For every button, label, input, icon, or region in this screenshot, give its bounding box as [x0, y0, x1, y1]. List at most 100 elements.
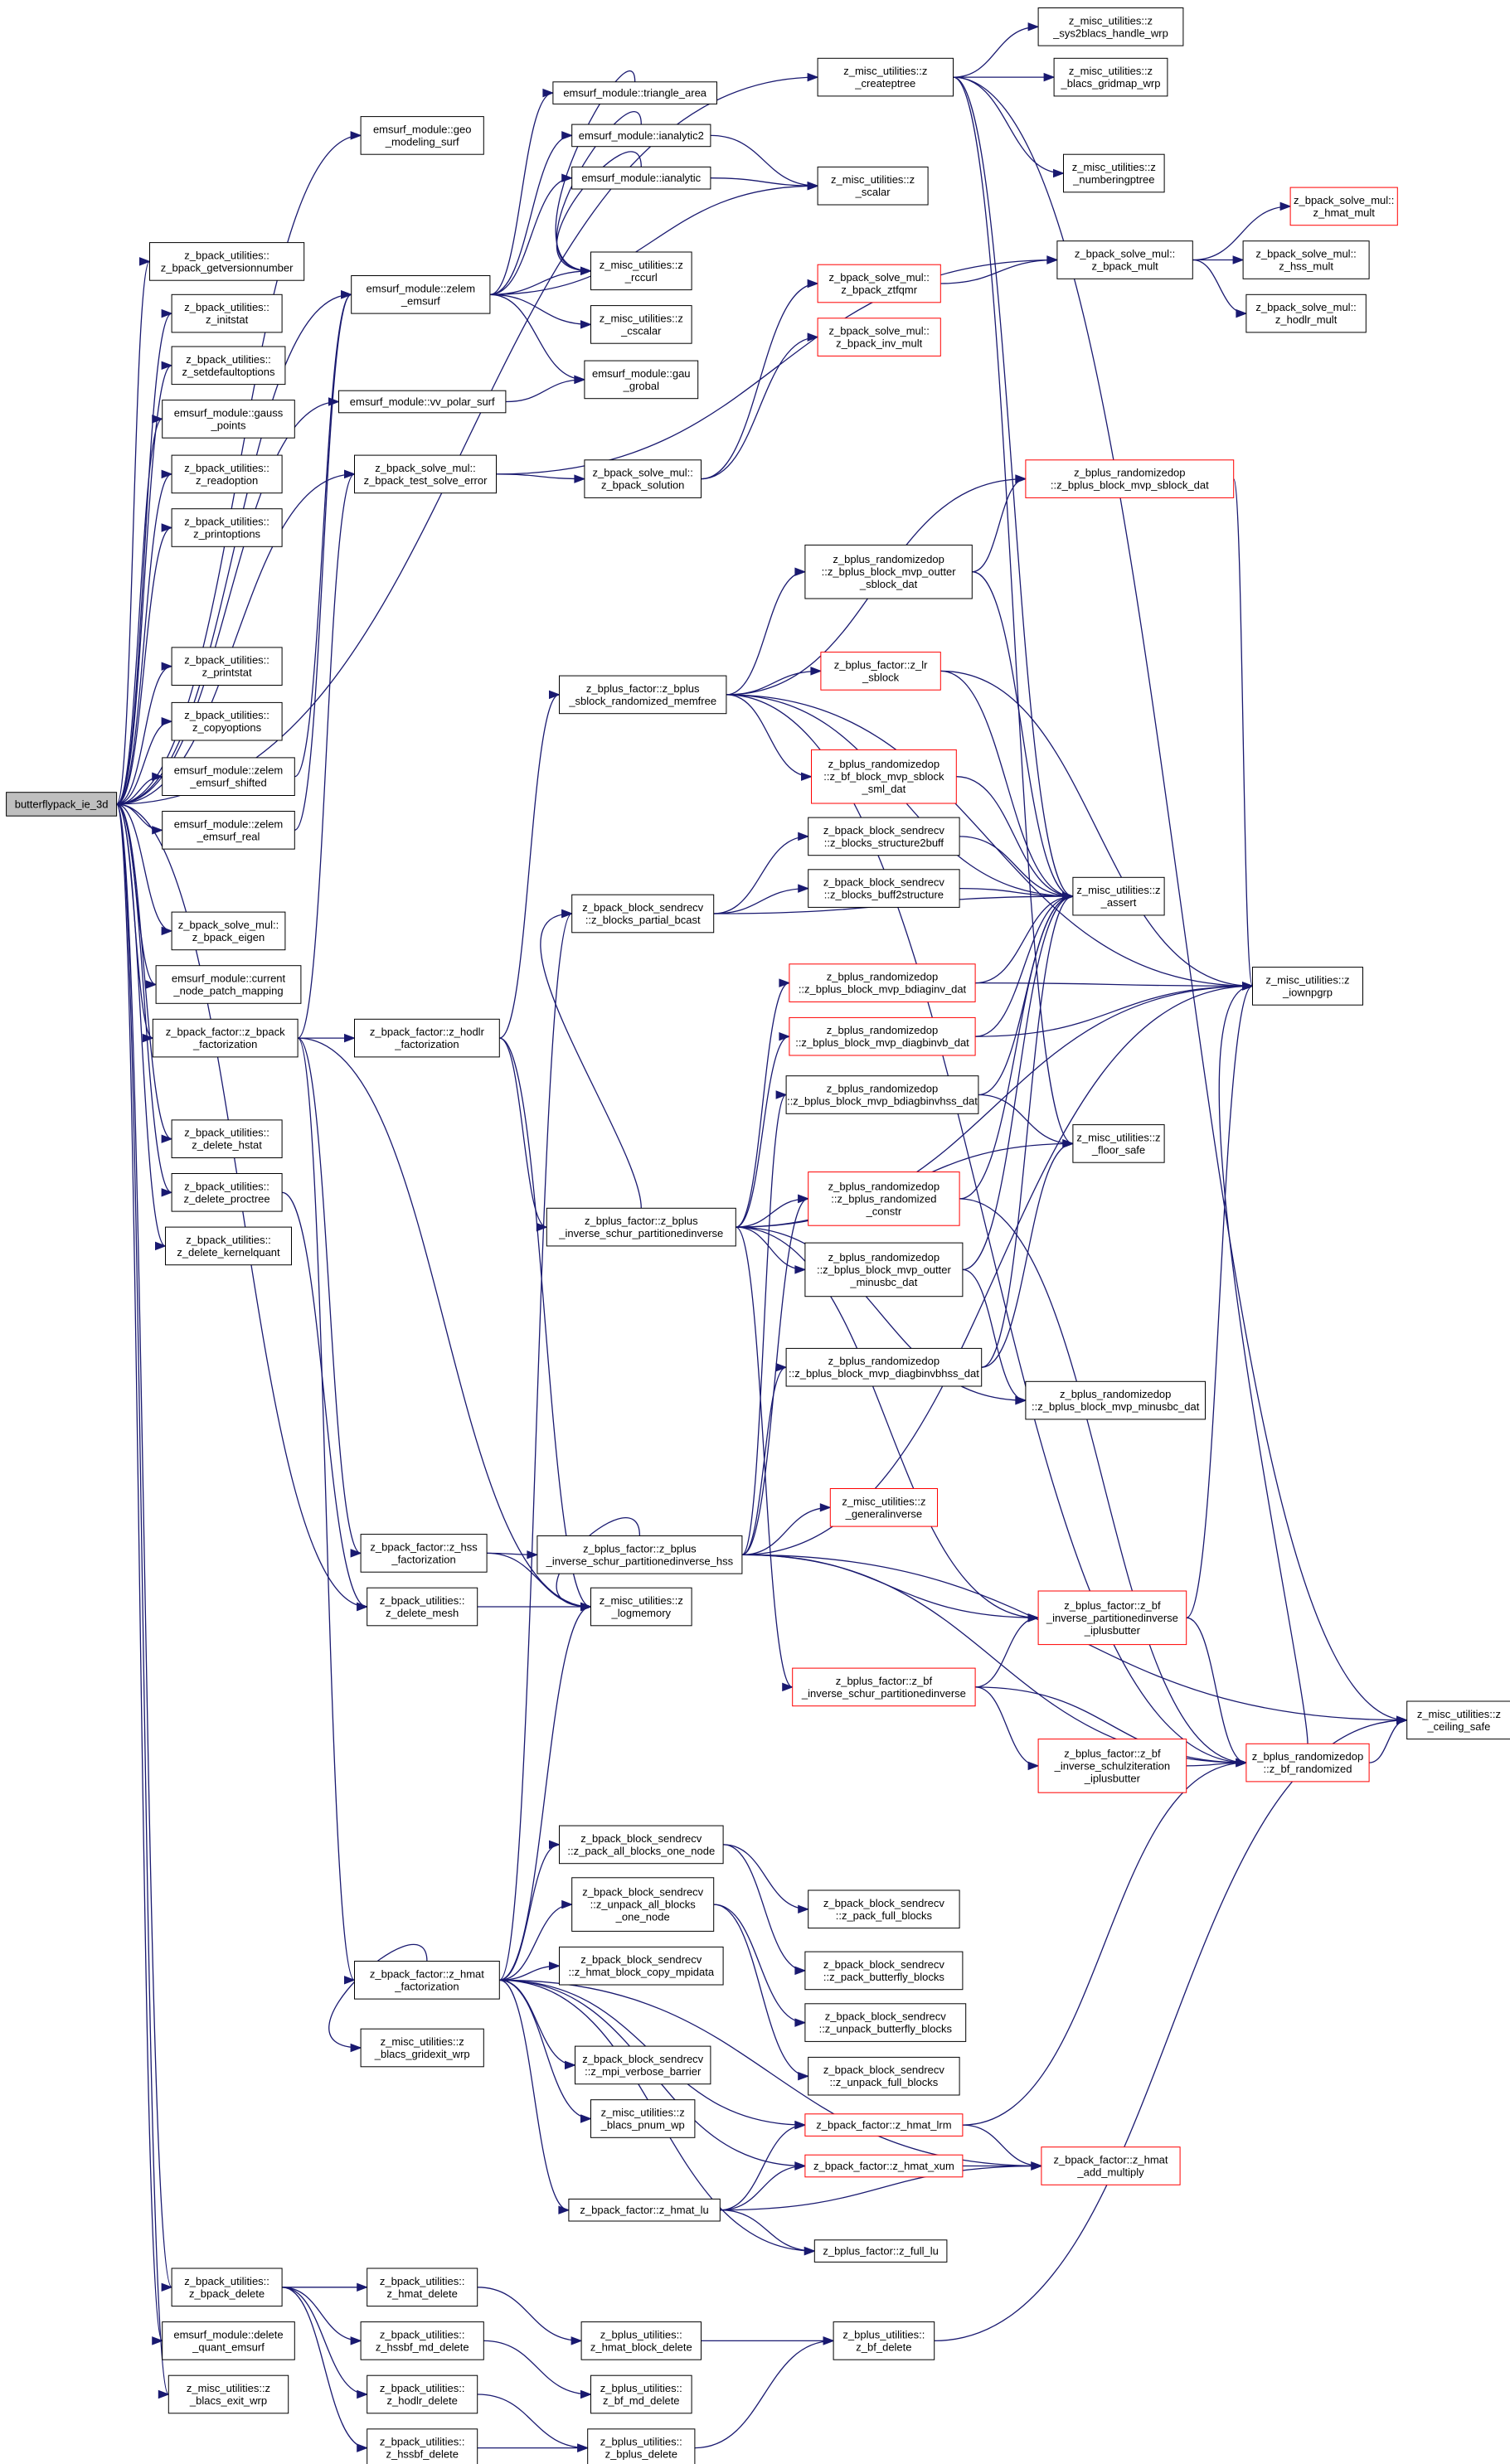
- node-invmult[interactable]: z_bpack_solve_mul::z_bpack_inv_mult: [817, 318, 941, 357]
- node-gridmap[interactable]: z_misc_utilities::z_blacs_gridmap_wrp: [1053, 57, 1168, 97]
- node-floorsafe[interactable]: z_misc_utilities::z_floor_safe: [1072, 1124, 1165, 1163]
- node-blacsexit[interactable]: z_misc_utilities::z_blacs_exit_wrp: [168, 2374, 289, 2414]
- node-printstat[interactable]: z_bpack_utilities::z_printstat: [171, 647, 283, 686]
- node-buff2s[interactable]: z_bpack_block_sendrecv::z_blocks_buff2st…: [808, 869, 960, 908]
- node-hmatfact[interactable]: z_bpack_factor::z_hmat_factorization: [354, 1961, 500, 2000]
- node-eigen[interactable]: z_bpack_solve_mul::z_bpack_eigen: [171, 911, 286, 951]
- node-pnum[interactable]: z_misc_utilities::z_blacs_pnum_wp: [590, 2099, 696, 2138]
- node-gaugrobal[interactable]: emsurf_module::gau_grobal: [584, 360, 699, 400]
- node-createptree[interactable]: z_misc_utilities::z_createptree: [817, 57, 954, 97]
- node-bpackdel[interactable]: z_bpack_utilities::z_bpack_delete: [171, 2268, 283, 2307]
- node-testsolve[interactable]: z_bpack_solve_mul::z_bpack_test_solve_er…: [354, 454, 497, 494]
- node-unpackall[interactable]: z_bpack_block_sendrecv::z_unpack_all_blo…: [571, 1877, 715, 1932]
- node-memfree[interactable]: z_bplus_factor::z_bplus_sblock_randomize…: [559, 675, 727, 715]
- node-bpacksol[interactable]: z_bpack_solve_mul::z_bpack_solution: [584, 459, 702, 498]
- node-delquant[interactable]: emsurf_module::delete_quant_emsurf: [162, 2321, 295, 2360]
- node-label-line: z_bpack_factor::z_bpack: [166, 1026, 285, 1038]
- node-hssmult[interactable]: z_bpack_solve_mul::z_hss_mult: [1242, 240, 1370, 279]
- node-delhstat[interactable]: z_bpack_utilities::z_delete_hstat: [171, 1119, 283, 1159]
- node-hmatdel[interactable]: z_bpack_utilities::z_hmat_delete: [367, 2268, 478, 2307]
- node-outtermbc[interactable]: z_bplus_randomizedop::z_bplus_block_mvp_…: [804, 1242, 964, 1297]
- node-getver[interactable]: z_bpack_utilities::z_bpack_getversionnum…: [149, 242, 305, 281]
- node-hssbfmd[interactable]: z_bpack_utilities::z_hssbf_md_delete: [360, 2321, 484, 2360]
- node-fulllu[interactable]: z_bplus_factor::z_full_lu: [813, 2239, 948, 2263]
- node-real[interactable]: emsurf_module::zelem_emsurf_real: [162, 811, 295, 850]
- node-iownpgrp[interactable]: z_misc_utilities::z_iownpgrp: [1252, 967, 1363, 1006]
- node-layer: butterflypack_ie_3dz_bpack_utilities::z_…: [6, 7, 1510, 2464]
- node-hmatcopy[interactable]: z_bpack_block_sendrecv::z_hmat_block_cop…: [559, 1946, 724, 1986]
- node-geomodel[interactable]: emsurf_module::geo_modeling_surf: [360, 116, 484, 155]
- node-minusbc[interactable]: z_bplus_randomizedop::z_bplus_block_mvp_…: [1025, 1380, 1207, 1420]
- node-triarea[interactable]: emsurf_module::triangle_area: [552, 81, 718, 104]
- node-constr[interactable]: z_bplus_randomizedop::z_bplus_randomized…: [808, 1171, 960, 1226]
- node-bdiagbinvhss[interactable]: z_bplus_randomizedop::z_bplus_block_mvp_…: [785, 1075, 979, 1114]
- node-rccurl[interactable]: z_misc_utilities::z_rccurl: [590, 251, 692, 291]
- node-zelem[interactable]: emsurf_module::zelem_emsurf: [351, 275, 491, 314]
- node-schurpart[interactable]: z_bplus_factor::z_bplus_inverse_schur_pa…: [546, 1207, 736, 1247]
- node-readopt[interactable]: z_bpack_utilities::z_readoption: [171, 454, 283, 494]
- node-hssfact[interactable]: z_bpack_factor::z_hss_factorization: [360, 1534, 488, 1573]
- node-diagbinvbhss[interactable]: z_bplus_randomizedop::z_bplus_block_mvp_…: [785, 1347, 983, 1387]
- node-mvpsblock[interactable]: z_bplus_randomizedop::z_bplus_block_mvp_…: [1025, 459, 1235, 498]
- node-copyopt[interactable]: z_bpack_utilities::z_copyoptions: [171, 701, 283, 741]
- node-ceilsafe[interactable]: z_misc_utilities::z_ceiling_safe: [1406, 1700, 1510, 1740]
- node-hodlrdel[interactable]: z_bpack_utilities::z_hodlr_delete: [367, 2374, 478, 2414]
- node-packall[interactable]: z_bpack_block_sendrecv::z_pack_all_block…: [559, 1825, 724, 1865]
- node-ianal[interactable]: emsurf_module::ianalytic: [571, 166, 711, 190]
- node-s2buff[interactable]: z_bpack_block_sendrecv::z_blocks_structu…: [808, 817, 960, 856]
- node-bfdel[interactable]: z_bplus_utilities::z_bf_delete: [833, 2321, 935, 2360]
- node-numptree[interactable]: z_misc_utilities::z_numberingptree: [1063, 153, 1165, 193]
- node-assert[interactable]: z_misc_utilities::z_assert: [1072, 876, 1165, 916]
- node-bfrand[interactable]: z_bplus_randomizedop::z_bf_randomized: [1245, 1743, 1370, 1783]
- node-logmem[interactable]: z_misc_utilities::z_logmemory: [590, 1587, 692, 1627]
- node-packbf[interactable]: z_bpack_block_sendrecv::z_pack_butterfly…: [804, 1951, 964, 1991]
- node-label-line: z_bpack_utilities::: [186, 1234, 271, 1246]
- node-sys2blacs[interactable]: z_misc_utilities::z_sys2blacs_handle_wrp: [1037, 7, 1184, 46]
- node-cscalar[interactable]: z_misc_utilities::z_cscalar: [590, 305, 692, 344]
- node-setdef[interactable]: z_bpack_utilities::z_setdefaultoptions: [171, 346, 286, 386]
- node-curnode[interactable]: emsurf_module::current_node_patch_mappin…: [155, 965, 302, 1004]
- node-bdiaginv[interactable]: z_bplus_randomizedop::z_bplus_block_mvp_…: [789, 963, 976, 1002]
- node-zlr[interactable]: z_bplus_factor::z_lr_sblock: [820, 652, 941, 691]
- node-hmatxum[interactable]: z_bpack_factor::z_hmat_xum: [804, 2154, 964, 2178]
- node-shifted[interactable]: emsurf_module::zelem_emsurf_shifted: [162, 757, 295, 797]
- node-label-line: z_hmat_mult: [1313, 206, 1375, 219]
- node-scalar[interactable]: z_misc_utilities::z_scalar: [817, 166, 929, 206]
- node-hodlrmult[interactable]: z_bpack_solve_mul::z_hodlr_mult: [1245, 293, 1367, 333]
- node-delproc[interactable]: z_bpack_utilities::z_delete_proctree: [171, 1173, 283, 1212]
- node-bplusdel[interactable]: z_bplus_utilities::z_bplus_delete: [587, 2428, 696, 2464]
- node-gauss[interactable]: emsurf_module::gauss_points: [162, 400, 295, 439]
- node-hodlrfact[interactable]: z_bpack_factor::z_hodlr_factorization: [354, 1018, 500, 1058]
- node-delmesh[interactable]: z_bpack_utilities::z_delete_mesh: [367, 1587, 478, 1627]
- node-hmatblkdel[interactable]: z_bplus_utilities::z_hmat_block_delete: [580, 2321, 702, 2360]
- node-hmatlrm[interactable]: z_bpack_factor::z_hmat_lrm: [804, 2113, 964, 2137]
- node-gridexit[interactable]: z_misc_utilities::z_blacs_gridexit_wrp: [360, 2028, 484, 2068]
- node-bfschulz[interactable]: z_bplus_factor::z_bf_inverse_schulzitera…: [1037, 1739, 1187, 1793]
- node-vvpolar[interactable]: emsurf_module::vv_polar_surf: [338, 390, 507, 414]
- node-geninv[interactable]: z_misc_utilities::z_generalinverse: [829, 1488, 938, 1527]
- node-label-line: _iplusbutter: [1084, 1772, 1141, 1784]
- node-bfmvp[interactable]: z_bplus_randomizedop::z_bf_block_mvp_sbl…: [811, 749, 957, 804]
- node-hmatmult[interactable]: z_bpack_solve_mul::z_hmat_mult: [1289, 187, 1398, 226]
- node-delkern[interactable]: z_bpack_utilities::z_delete_kernelquant: [165, 1226, 292, 1266]
- node-bfschur[interactable]: z_bplus_factor::z_bf_inverse_schur_parti…: [792, 1667, 976, 1707]
- node-initstat[interactable]: z_bpack_utilities::z_initstat: [171, 293, 283, 333]
- node-unpackfull[interactable]: z_bpack_block_sendrecv::z_unpack_full_bl…: [808, 2056, 960, 2096]
- node-ztfqmr[interactable]: z_bpack_solve_mul::z_bpack_ztfqmr: [817, 264, 941, 303]
- node-schurhss[interactable]: z_bplus_factor::z_bplus_inverse_schur_pa…: [537, 1535, 743, 1574]
- node-hmataddmul[interactable]: z_bpack_factor::z_hmat_add_multiply: [1041, 2146, 1181, 2185]
- node-bfmddel[interactable]: z_bplus_utilities::z_bf_md_delete: [590, 2374, 692, 2414]
- node-packfull[interactable]: z_bpack_block_sendrecv::z_pack_full_bloc…: [808, 1889, 960, 1929]
- node-printopt[interactable]: z_bpack_utilities::z_printoptions: [171, 508, 283, 547]
- node-hmatlu[interactable]: z_bpack_factor::z_hmat_lu: [568, 2198, 721, 2222]
- node-mpibarrier[interactable]: z_bpack_block_sendrecv::z_mpi_verbose_ba…: [575, 2045, 711, 2085]
- node-partbcast[interactable]: z_bpack_block_sendrecv::z_blocks_partial…: [571, 894, 715, 934]
- node-mvpoutter[interactable]: z_bplus_randomizedop::z_bplus_block_mvp_…: [804, 544, 973, 599]
- node-unpackbf[interactable]: z_bpack_block_sendrecv::z_unpack_butterf…: [804, 2003, 967, 2042]
- node-bpackfact[interactable]: z_bpack_factor::z_bpack_factorization: [152, 1018, 299, 1058]
- node-ianal2[interactable]: emsurf_module::ianalytic2: [571, 124, 711, 148]
- node-hssbfdel[interactable]: z_bpack_utilities::z_hssbf_delete: [367, 2428, 478, 2464]
- node-diagbinvb[interactable]: z_bplus_randomizedop::z_bplus_block_mvp_…: [789, 1016, 976, 1056]
- node-bfinvplus[interactable]: z_bplus_factor::z_bf_inverse_partitioned…: [1037, 1590, 1187, 1646]
- node-bpackmult[interactable]: z_bpack_solve_mul::z_bpack_mult: [1056, 240, 1193, 279]
